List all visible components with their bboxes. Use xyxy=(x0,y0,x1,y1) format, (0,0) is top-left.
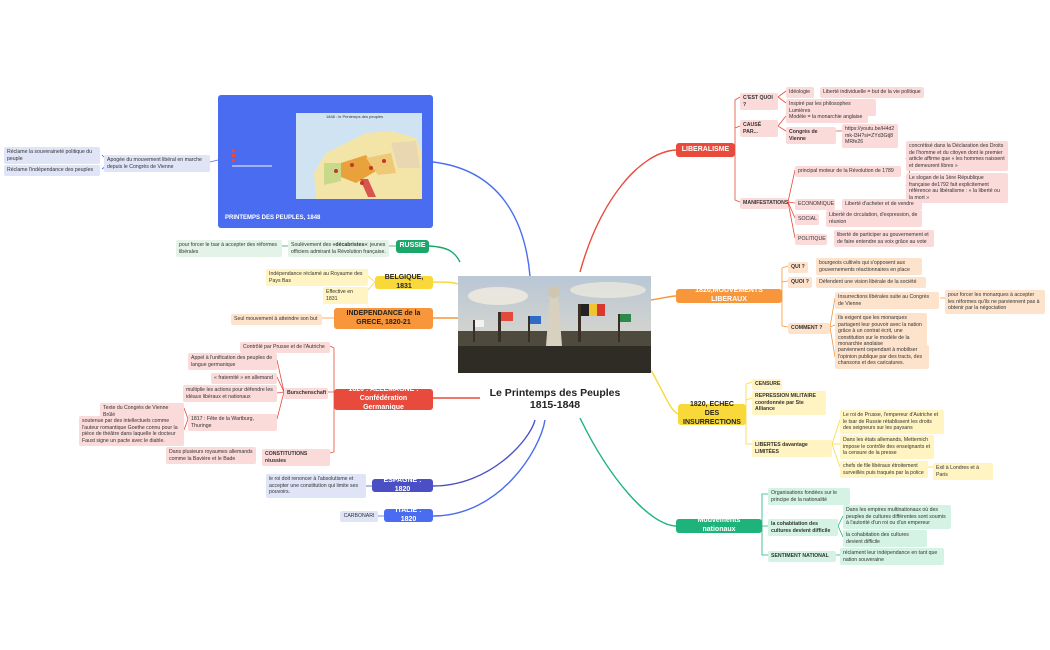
link-liberalisme xyxy=(579,149,677,273)
belgique-desc-1: Indépendance réclamé au Royaume des Pays… xyxy=(266,269,368,286)
cohabitation-empires: Dans les empires multinationaux où des p… xyxy=(843,505,951,529)
grece-desc: Seul mouvement à atteindre son but xyxy=(231,314,322,325)
node-cause-par[interactable]: CAUSÉ PAR... xyxy=(740,120,778,137)
node-russie[interactable]: RUSSIE xyxy=(396,240,429,253)
link-echec xyxy=(650,369,679,415)
node-manifestations[interactable]: MANIFESTATIONS xyxy=(740,198,788,209)
libertes-seigneurs: Le roi de Prusse, l'empereur d'Autriche … xyxy=(840,410,944,434)
manif-politique[interactable]: POLITIQUE xyxy=(795,234,827,245)
printemps-desc: Apogée du mouvement libéral en marche de… xyxy=(104,155,210,172)
map-panel-printemps-1848[interactable]: 1848 : le Printemps des peuples PRINTEMP… xyxy=(218,95,433,228)
link-russie xyxy=(428,245,461,263)
node-echec-insurrections[interactable]: 1820, ECHEC DES INSURRECTIONS xyxy=(678,401,746,426)
cause-congres-vienne: Congrès de Vienne xyxy=(786,127,836,144)
russie-desc: Soulèvement des «décabristes»: jeunes of… xyxy=(288,240,389,257)
node-qui[interactable]: QUI ? xyxy=(788,262,808,273)
central-illustration xyxy=(458,276,651,373)
allemagne-desc: Contrôlé par Prusse et de l'Autriche xyxy=(240,342,330,353)
node-espagne[interactable]: ESPAGNE : 1820 xyxy=(372,477,433,493)
cause-modele: Modèle = la monarchie anglaise xyxy=(786,112,868,123)
manif-slogan: Le slogan de la 1ère République français… xyxy=(906,173,1008,203)
quoi-ideologie: Idéologie xyxy=(786,87,814,98)
link-espagne xyxy=(432,419,536,487)
node-allemagne[interactable]: 1820 : ALLEMAGNE : Confédération Germani… xyxy=(334,386,433,411)
europe-map-image: 1848 : le Printemps des peuples xyxy=(296,113,422,199)
link-printemps xyxy=(432,161,531,277)
manif-economique[interactable]: ECONOMIQUE xyxy=(795,199,835,210)
comment-constitution: Ils exigent que les monarques partagent … xyxy=(835,313,927,350)
manif-social[interactable]: SOCIAL xyxy=(795,214,819,225)
belgique-desc-2: Effective en 1831 xyxy=(323,287,368,304)
link-mouvements xyxy=(650,295,677,301)
node-belgique[interactable]: BELGIQUE, 1831 xyxy=(375,274,433,290)
burschenschaft-unification: Appel à l'unification des peuples de lan… xyxy=(188,353,277,370)
node-italie[interactable]: ITALIE : 1820 xyxy=(384,507,433,523)
sentiment-independance: réclament leur indépendance en tant que … xyxy=(840,548,944,565)
nationaux-organisations: Organisations fondées sur le principe de… xyxy=(768,488,850,505)
printemps-sub-souverainete: Réclame la souveraineté politique du peu… xyxy=(4,147,100,164)
echec-censure: CENSURE xyxy=(752,379,782,390)
link-italie xyxy=(432,419,546,517)
comment-insurrections: Insurrections libérales suite au Congrès… xyxy=(835,292,939,309)
central-title-line1: Le Printemps des Peuples xyxy=(489,387,621,399)
node-constitutions[interactable]: CONSTITUTIONS réussies xyxy=(262,449,330,466)
node-mouvements-liberaux[interactable]: 1820,MOUVEMENTS LIBERAUX xyxy=(676,287,782,303)
map-panel-title: PRINTEMPS DES PEUPLES, 1848 xyxy=(225,215,321,221)
wartburg-texte-brule: Texte du Congrès de Vienne Brûlé xyxy=(100,403,184,420)
node-cohabitation[interactable]: la cohabitation des cultures devient dif… xyxy=(768,519,838,536)
quoi-desc: Défendent une vision libérale de la soci… xyxy=(816,277,926,288)
manif-economique-desc: Liberté d'acheter et de vendre xyxy=(842,199,922,210)
link-nationaux xyxy=(579,417,677,527)
burschenschaft-fraternite: « fraternité » en allemand xyxy=(211,373,277,384)
russie-sub: pour forcer le tsar à accepter des réfor… xyxy=(176,240,282,257)
node-quoi[interactable]: QUOI ? xyxy=(788,277,812,288)
manif-social-desc: Liberté de circulation, d'expression, de… xyxy=(826,210,922,227)
map-legend xyxy=(232,147,292,177)
libertes-surveilles: chefs de file libéraux étroitement surve… xyxy=(840,461,928,478)
echec-repression: REPRESSION MILITAIRE coordonnée par Ste … xyxy=(752,391,826,415)
node-grece[interactable]: INDEPENDANCE de la GRECE, 1820-21 xyxy=(334,308,433,329)
espagne-desc: le roi doit renoncer à l'absolutisme et … xyxy=(266,474,366,498)
quoi-inspire: Inspiré par les philosophes Lumières xyxy=(786,99,876,116)
manif-declaration-droits: concrétisé dans la Déclaration des Droit… xyxy=(906,141,1008,171)
burschenschaft-actions: multiplie les actions pour défendre les … xyxy=(183,385,277,402)
qui-desc: bourgeois cultivés qui s'opposent aux go… xyxy=(816,258,922,275)
node-cest-quoi[interactable]: C'EST QUOI ? xyxy=(740,93,778,110)
printemps-sub-independance: Réclame l'indépendance des peuples xyxy=(4,165,100,176)
manif-moteur-1789: principal moteur de la Révolution de 178… xyxy=(795,166,901,177)
comment-opinion: parviennent cependant à mobiliser l'opin… xyxy=(835,345,929,369)
central-title: Le Printemps des Peuples 1815-1848 xyxy=(470,387,640,411)
link-belgique xyxy=(432,281,459,285)
node-libertes-limitees[interactable]: LIBERTES davantage LIMITÉES xyxy=(752,440,832,457)
italie-desc: CARBONARI xyxy=(340,511,378,522)
cohabitation-difficile: la cohabitation des cultures devient dif… xyxy=(843,530,927,547)
node-liberalisme[interactable]: LIBERALISME xyxy=(676,143,735,157)
cause-youtube-link[interactable]: https://youtu.be/H4d2mk-l3H?si=ZYd3Gtj8M… xyxy=(842,124,898,148)
wartburg-goethe: soutenue par des intellectuels comme l'a… xyxy=(79,416,184,446)
quoi-liberte-individuelle: Liberté individuelle = but de la vie pol… xyxy=(820,87,924,98)
central-title-line2: 1815-1848 xyxy=(529,399,581,411)
manif-politique-desc: liberté de participer au gouvernement et… xyxy=(834,230,934,247)
node-sentiment-national[interactable]: SENTIMENT NATIONAL xyxy=(768,551,836,562)
constitutions-desc: Dans plusieurs royaumes allemands comme … xyxy=(166,447,256,464)
node-mouvements-nationaux[interactable]: Mouvements nationaux xyxy=(676,517,762,533)
node-burschenschaft[interactable]: Burschenschaft xyxy=(284,388,328,399)
map-caption: 1848 : le Printemps des peuples xyxy=(326,114,384,119)
libertes-metternich: Dans les états allemands, Metternich imp… xyxy=(840,435,934,459)
burschenschaft-wartburg: 1817 : Fête de la Wartburg, Thuringe xyxy=(188,414,277,431)
comment-reformes: pour forcer les monarques à accepter les… xyxy=(945,290,1045,314)
libertes-exil: Exil à Londres et à Paris xyxy=(933,463,993,480)
node-comment[interactable]: COMMENT ? xyxy=(788,323,830,334)
